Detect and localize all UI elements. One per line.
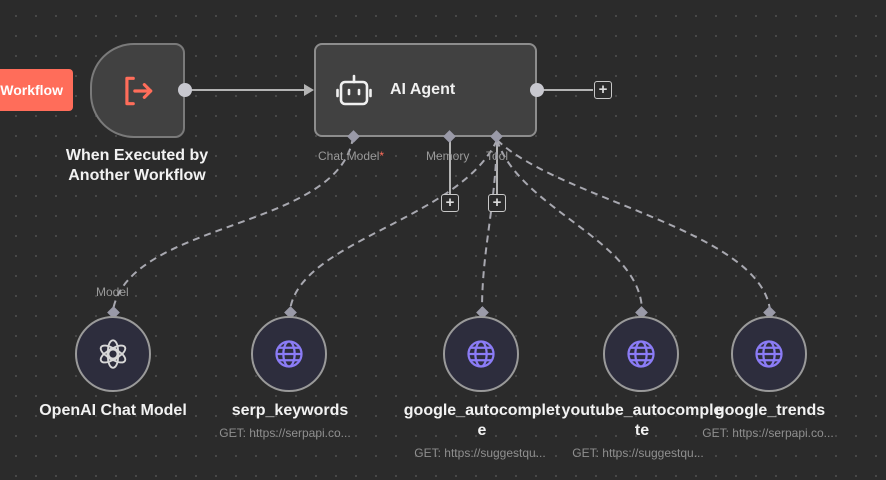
agent-output-handle[interactable] xyxy=(530,83,544,97)
add-output-button[interactable]: + xyxy=(594,81,612,99)
google-autocomplete-node[interactable] xyxy=(443,316,519,392)
google-autocomplete-title: google_autocomplet e xyxy=(403,402,561,439)
google-autocomplete-subtitle: GET: https://suggestqu... xyxy=(414,446,546,460)
google-trends-link xyxy=(496,139,771,311)
connection-arrow xyxy=(304,84,314,96)
serp-keywords-link xyxy=(289,139,498,311)
trigger-pill-label: Workflow xyxy=(0,82,63,98)
add-tool-button[interactable]: + xyxy=(488,194,506,212)
serp-keywords-node[interactable] xyxy=(251,316,327,392)
globe-icon xyxy=(467,340,495,368)
youtube-autocomplete-node[interactable] xyxy=(603,316,679,392)
serp-keywords-subtitle: GET: https://serpapi.co... xyxy=(219,426,351,440)
required-mark: * xyxy=(379,149,385,163)
trigger-output-handle[interactable] xyxy=(178,83,192,97)
ai-agent-node[interactable]: AI Agent xyxy=(314,43,537,137)
robot-icon xyxy=(336,74,372,106)
openai-chat-model-node[interactable] xyxy=(75,316,151,392)
globe-icon xyxy=(755,340,783,368)
openai-chat-model-title: OpenAI Chat Model xyxy=(39,402,187,419)
serp-keywords-title: serp_keywords xyxy=(231,402,349,419)
trigger-node[interactable] xyxy=(90,43,185,138)
google-trends-subtitle: GET: https://serpapi.co... xyxy=(702,426,834,440)
youtube-autocomplete-subtitle: GET: https://suggestqu... xyxy=(572,446,704,460)
ai-agent-title: AI Agent xyxy=(390,81,456,98)
add-memory-button[interactable]: + xyxy=(441,194,459,212)
globe-icon xyxy=(627,340,655,368)
model-port-label: Model xyxy=(96,285,129,299)
chat-model-port-label: Chat Model* xyxy=(318,149,385,163)
globe-icon xyxy=(275,340,303,368)
sign-out-icon xyxy=(124,76,152,105)
trigger-node-title: When Executed by Another Workflow xyxy=(65,147,209,184)
tool-port-label: Tool xyxy=(486,149,509,163)
youtube-autocomplete-link xyxy=(496,139,643,311)
youtube-autocomplete-title: youtube_autocomple te xyxy=(561,402,723,439)
openai-icon xyxy=(99,339,127,369)
google-autocomplete-link xyxy=(481,139,498,311)
trigger-pill[interactable]: Workflow xyxy=(0,69,73,111)
google-trends-title: google_trends xyxy=(714,402,826,419)
google-trends-node[interactable] xyxy=(731,316,807,392)
memory-port-label: Memory xyxy=(426,149,470,163)
